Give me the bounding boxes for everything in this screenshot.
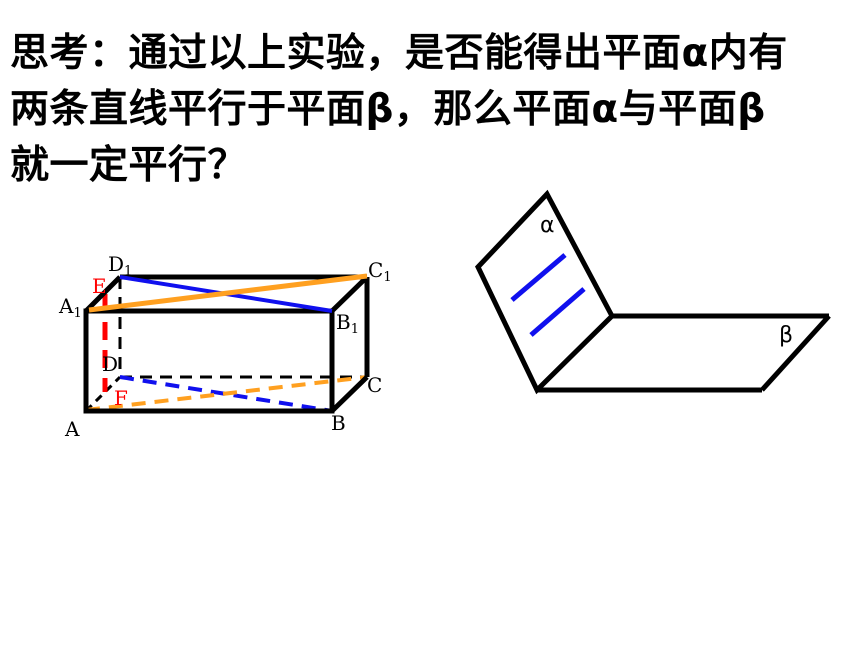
label-B1: B1 (336, 310, 359, 337)
label-E: E (92, 274, 107, 298)
dashed-orange-line-FC (85, 375, 368, 412)
label-B: B (331, 411, 346, 435)
parallel-line-1 (510, 253, 567, 302)
label-D1: D1 (108, 252, 132, 279)
plane-beta-side (760, 314, 831, 392)
prism-figure: D1 C1 A1 B1 E D C F A B (58, 252, 392, 441)
edge-A1D1 (84, 275, 122, 313)
dashed-blue-line-DB (119, 375, 333, 413)
label-alpha: α (540, 213, 555, 238)
label-C: C (367, 373, 382, 397)
label-F: F (114, 386, 128, 410)
edge-BC (330, 375, 369, 413)
question-line-3: 就一定平行？ (10, 143, 248, 188)
planes-figure: α β (475, 189, 831, 395)
orange-line-EC1 (88, 273, 368, 313)
label-D: D (102, 352, 118, 376)
parallel-line-2 (529, 287, 586, 337)
question-text: 思考：通过以上实验，是否能得出平面α内有 两条直线平行于平面β，那么平面α与平面… (10, 26, 855, 194)
label-beta: β (779, 323, 793, 348)
label-A1: A1 (58, 294, 82, 321)
front-face (83, 308, 335, 414)
label-C1: C1 (368, 258, 392, 285)
question-line-1: 思考：通过以上实验，是否能得出平面α内有 (10, 31, 788, 76)
question-line-2: 两条直线平行于平面β，那么平面α与平面β (10, 87, 766, 132)
label-A: A (64, 417, 80, 441)
edge-B1C1 (330, 275, 369, 313)
